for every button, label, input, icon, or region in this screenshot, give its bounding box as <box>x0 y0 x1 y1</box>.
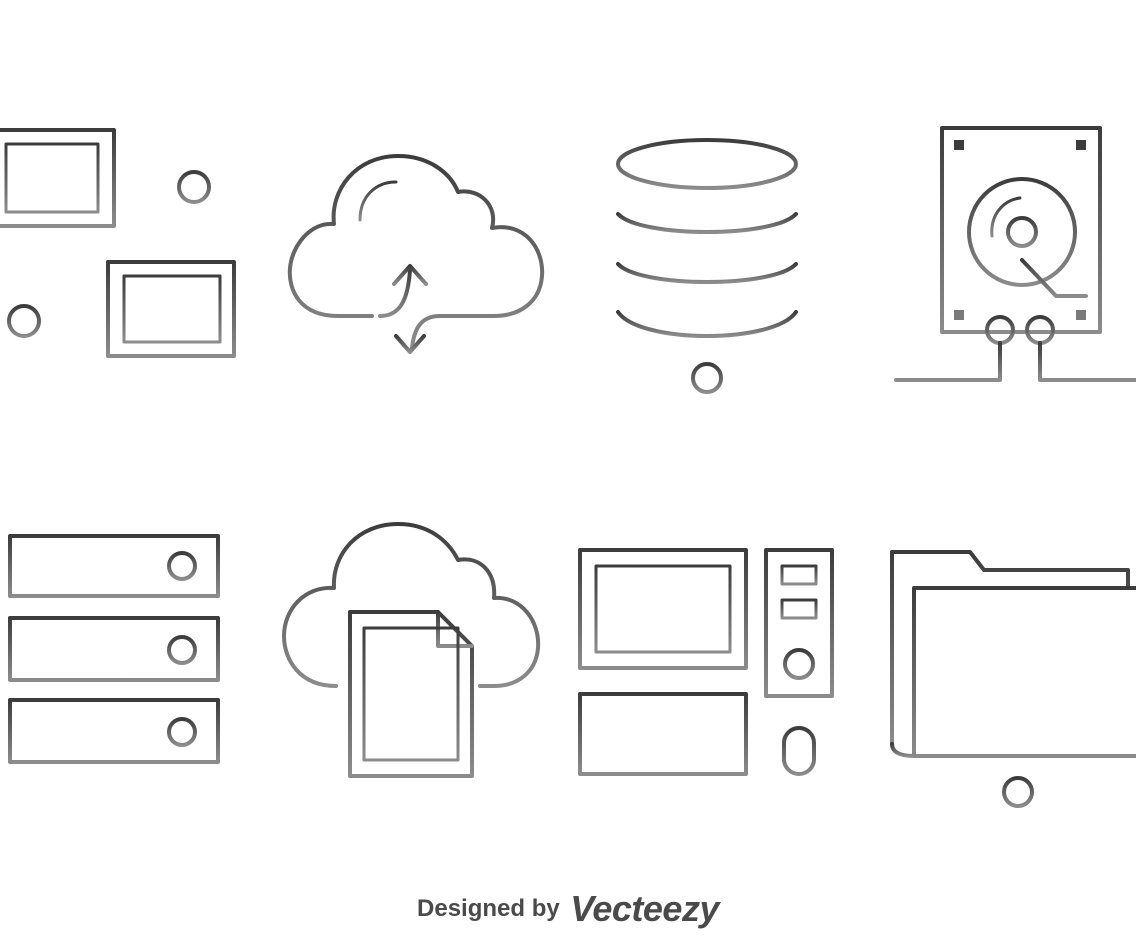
cloud-document-icon <box>282 522 541 778</box>
vecteezy-logo: Vecteezy <box>570 888 719 929</box>
cloud-sync-icon <box>287 154 545 354</box>
desktop-computer-icon <box>578 548 834 776</box>
credit-prefix: Designed by <box>417 895 560 922</box>
network-computers-icon <box>0 128 236 375</box>
designer-credit: Designed by Vecteezy <box>0 888 1136 936</box>
database-server-icon <box>578 138 836 394</box>
hard-disk-icon <box>894 126 1136 382</box>
network-folder-icon <box>888 550 1136 808</box>
server-rack-icon <box>8 534 220 788</box>
